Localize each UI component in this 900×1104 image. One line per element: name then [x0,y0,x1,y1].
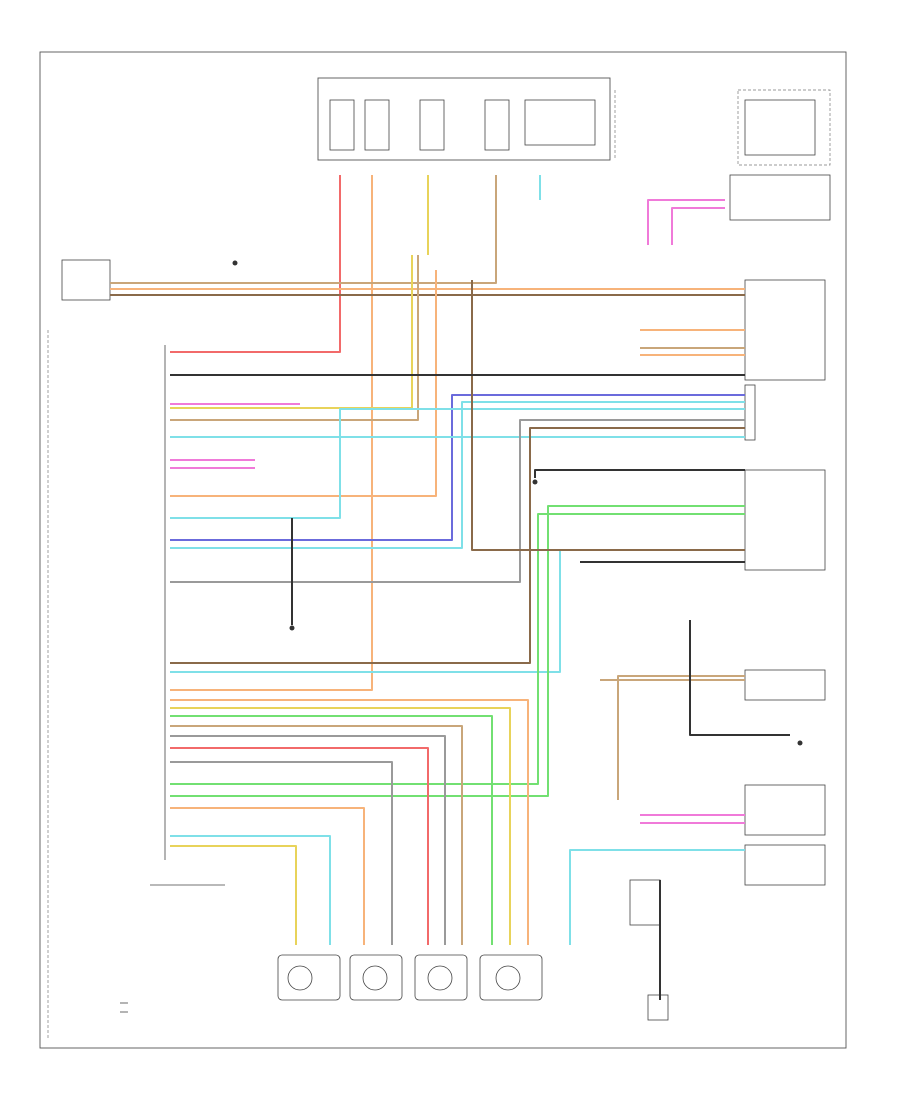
wire-cyan [170,408,745,519]
wire-pink [671,207,725,245]
wire-cyan [170,835,331,945]
cluster-connector [729,174,831,221]
wire-black [534,469,745,478]
wire-pink [647,199,725,245]
wheel-speed-sensor-2 [349,954,403,1001]
wheel-speed-sensor-1 [277,954,341,1001]
wire-green [170,513,745,785]
stop-lamp-switch [61,259,111,301]
wire-orange [170,807,365,945]
fuse-4 [484,99,510,151]
wire-cyan [170,549,745,673]
wire-grey [170,419,745,583]
right-connector-d [744,844,826,886]
fuse-1 [329,99,355,151]
relay [524,99,596,146]
wire-yellow [170,255,413,409]
brake-fluid-switch [629,879,661,926]
right-module-upper [744,279,826,381]
wire-yellow [170,707,511,945]
splice-4 [797,740,803,746]
wire-cyan [569,849,745,945]
wire-yellow [170,845,297,945]
wire-blue [170,394,745,541]
wire-grey [170,735,446,945]
fuse-3 [419,99,445,151]
fuse-2 [364,99,390,151]
sensor-coil-3 [427,965,453,991]
diagram-frame [39,51,847,1049]
right-connector-c [744,784,826,836]
wheel-speed-sensor-3 [414,954,468,1001]
instrument-cluster-box [737,89,831,166]
splice-2 [289,625,295,631]
wire-red [170,747,429,945]
wire-orange [170,175,373,691]
right-connector-b [744,669,826,701]
splice-1 [532,479,538,485]
sensor-coil-2 [362,965,388,991]
wire-green [170,505,745,797]
wheel-speed-sensor-4 [479,954,543,1001]
right-connector-a [744,384,756,441]
wire-cyan [170,401,745,549]
wire-green [170,715,493,945]
wire-brown [170,427,745,664]
wire-red [170,175,341,353]
wire-grey [170,761,393,945]
wire-brown [471,280,745,551]
wire-layer [110,175,790,1000]
wire-orange [170,270,437,497]
wire-tan [170,255,419,421]
wire-tan [110,175,497,284]
wire-black [689,620,790,736]
sensor-coil-1 [287,965,313,991]
right-module-middle [744,469,826,571]
fuse-block [317,77,611,161]
ground-block [647,994,669,1021]
sensor-coil-4 [495,965,521,991]
splice-3 [232,260,238,266]
wire-orange [170,699,529,945]
wire-tan [170,725,463,945]
instrument-cluster [744,99,816,156]
wire-tan [617,675,745,800]
